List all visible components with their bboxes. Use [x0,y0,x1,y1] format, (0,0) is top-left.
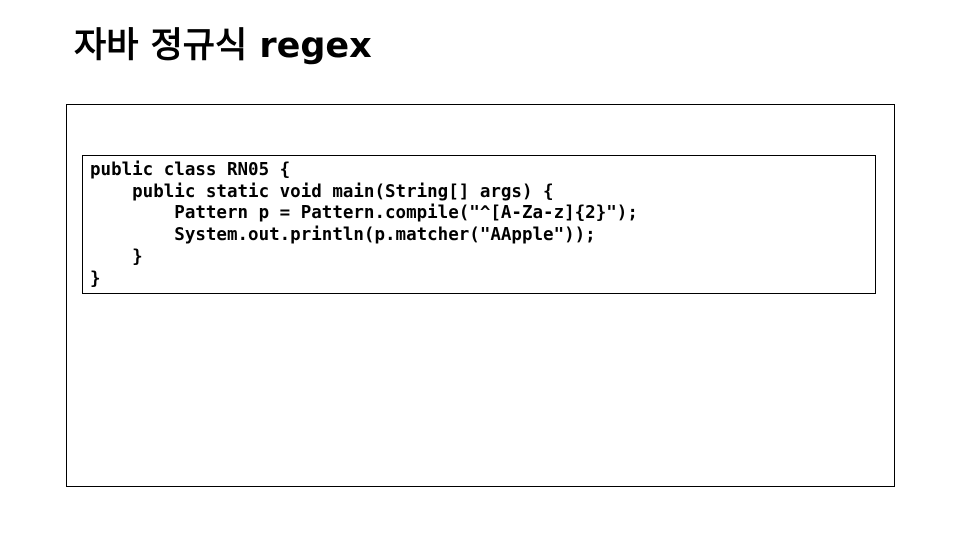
java-code-block: public class RN05 { public static void m… [82,155,876,294]
slide-title: 자바 정규식 regex [74,26,372,66]
content-frame: public class RN05 { public static void m… [66,104,895,487]
